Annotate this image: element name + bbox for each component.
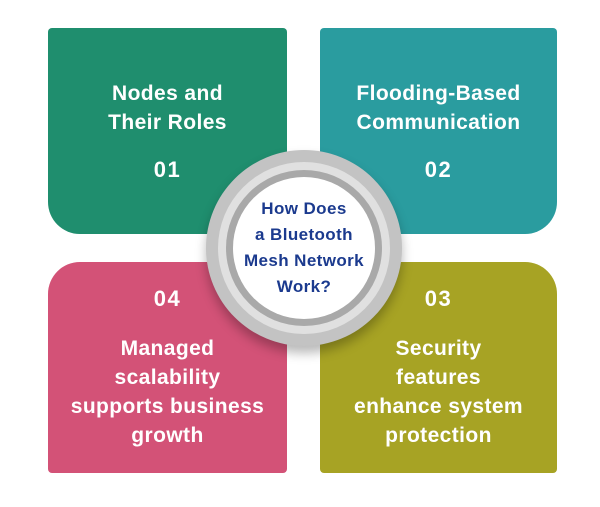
center-circle-face: How Does a Bluetooth Mesh Network Work? [233, 177, 375, 319]
card-number: 01 [153, 157, 182, 182]
card-number: 03 [424, 285, 453, 311]
card-title: Managed scalability supports business gr… [70, 336, 265, 447]
center-question: How Does a Bluetooth Mesh Network Work? [243, 199, 365, 296]
center-circle-outer-ring: How Does a Bluetooth Mesh Network Work? [206, 150, 402, 346]
card-number: 02 [424, 157, 453, 182]
card-title: Flooding-Based Communication [356, 82, 521, 134]
card-title: Nodes and Their Roles [108, 82, 227, 134]
card-title: Security features enhance system protect… [353, 336, 524, 447]
card-number: 04 [153, 285, 182, 311]
card-nodes-and-their-roles: Nodes and Their Roles 01 [48, 28, 287, 234]
